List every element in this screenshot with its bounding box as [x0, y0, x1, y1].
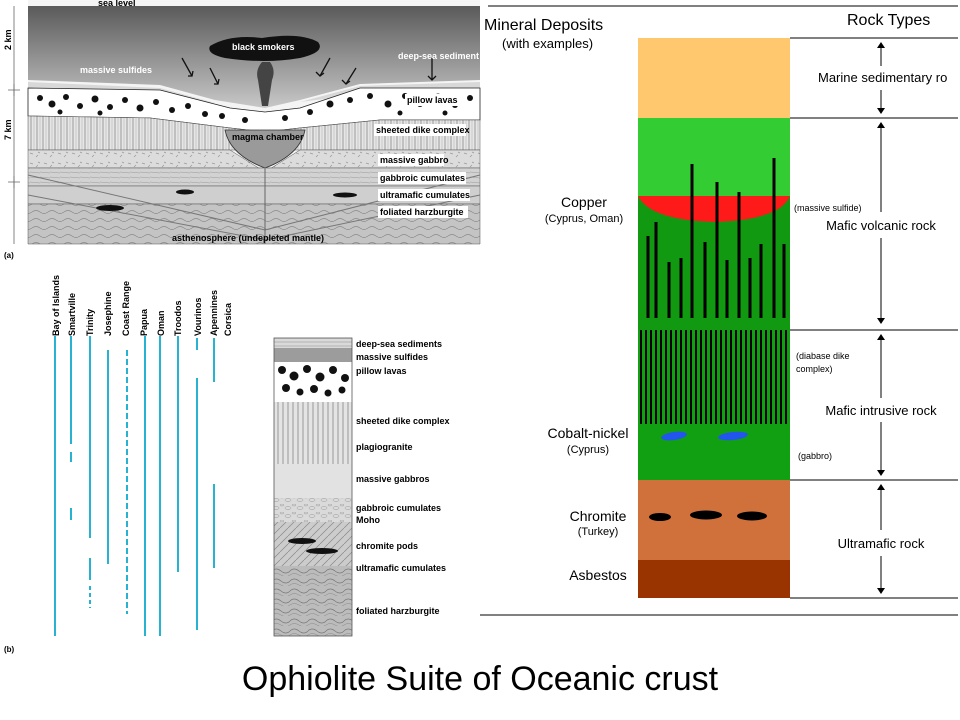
diabase-note-1: (diabase dike: [796, 351, 850, 361]
locality-coast-range: Coast Range: [121, 281, 131, 336]
asthenosphere-label: asthenosphere (undepleted mantle): [172, 233, 324, 243]
column-label-plagiogranite: plagiogranite: [356, 442, 413, 452]
column-label-moho: Moho: [356, 515, 380, 525]
feeder-veins: [646, 158, 786, 318]
locality-apennines: Apennines: [209, 290, 219, 336]
chromite-pod-3: [737, 511, 767, 521]
gabbro-layer: [638, 424, 790, 480]
column-label-deep-sea-sediments: deep-sea sediments: [356, 339, 442, 349]
panel-b-column: deep-sea sediments massive sulfides pill…: [273, 337, 450, 637]
column-label-massive-gabbros: massive gabbros: [356, 474, 430, 484]
column-label-pillow-lavas: pillow lavas: [356, 366, 407, 376]
mineral-deposits-header: Mineral Deposits: [484, 17, 603, 34]
locality-oman: Oman: [156, 310, 166, 336]
locality-corsica: Corsica: [223, 302, 233, 336]
foliated-harzburgite-label: foliated harzburgite: [380, 207, 464, 217]
cobalt-nickel-examples: (Cyprus): [567, 444, 609, 456]
locality-troodos: Troodos: [173, 301, 183, 337]
asbestos-layer: [638, 560, 790, 598]
cobalt-nickel-label: Cobalt-nickel: [548, 425, 629, 441]
chromite-label: Chromite: [570, 508, 627, 524]
panel-c-mineral-deposits: Mineral Deposits (with examples) Rock Ty…: [480, 5, 958, 616]
black-smokers-label: black smokers: [232, 42, 295, 52]
copper-examples: (Cyprus, Oman): [545, 213, 623, 225]
column-label-massive-sulfides: massive sulfides: [356, 352, 428, 362]
chromite-examples: (Turkey): [578, 526, 619, 538]
column-label-sheeted-dike-complex: sheeted dike complex: [356, 416, 450, 426]
flow-arrows: [181, 57, 437, 85]
panel-b-localities: Bay of Islands Smartville Trinity Joseph…: [4, 275, 233, 654]
ultramafic-cumulates-label: ultramafic cumulates: [380, 190, 470, 200]
column-labels: deep-sea sediments massive sulfides pill…: [356, 339, 450, 616]
rock-mafic-volcanic: Mafic volcanic rock: [826, 218, 936, 233]
locality-papua: Papua: [139, 308, 149, 336]
bracket-arrowheads: [877, 42, 885, 594]
column-label-ultramafic-cumulates: ultramafic cumulates: [356, 563, 446, 573]
scale-7km: 7 km: [3, 119, 13, 140]
dike-stripes: [640, 330, 787, 424]
pillow-dots: [37, 93, 473, 123]
massive-gabbro-label: massive gabbro: [380, 155, 449, 165]
rock-types-header: Rock Types: [847, 12, 930, 29]
marine-sediment-layer: [638, 38, 790, 118]
deep-sea-sediment-label: deep-sea sediment: [398, 51, 479, 61]
massive-sulfide-note: (massive sulfide): [794, 203, 862, 213]
black-smoker-plume: [209, 35, 320, 61]
asbestos-label: Asbestos: [569, 567, 627, 583]
rock-mafic-intrusive: Mafic intrusive rock: [825, 403, 937, 418]
dike-complex-layer: [638, 330, 790, 424]
column-label-foliated-harzburgite: foliated harzburgite: [356, 606, 440, 616]
locality-bay-of-islands: Bay of Islands: [51, 275, 61, 336]
magma-chamber-label: magma chamber: [232, 132, 304, 142]
locality-trinity: Trinity: [85, 309, 95, 336]
sea-level-label: sea level: [98, 0, 136, 8]
diabase-note-2: complex): [796, 364, 833, 374]
chromite-pod-2: [690, 510, 722, 520]
column-label-chromite-pods: chromite pods: [356, 541, 418, 551]
pillow-lavas-label: pillow lavas: [407, 95, 458, 105]
massive-sulfides-label: massive sulfides: [80, 65, 152, 75]
rock-marine-sedimentary: Marine sedimentary ro: [818, 70, 947, 85]
scale-2km: 2 km: [3, 29, 13, 50]
slide-title: Ophiolite Suite of Oceanic crust: [241, 660, 719, 698]
locality-vourinos: Vourinos: [193, 298, 203, 336]
cobalt-pod-1: [661, 431, 687, 441]
column-label-gabbroic-cumulates: gabbroic cumulates: [356, 503, 441, 513]
locality-labels: Bay of Islands Smartville Trinity Joseph…: [51, 275, 233, 336]
sheeted-dike-label: sheeted dike complex: [376, 125, 470, 135]
volcanic-upper-layer: [638, 118, 790, 196]
gabbroic-cumulates-label: gabbroic cumulates: [380, 173, 465, 183]
mineral-deposits-subheader: (with examples): [502, 36, 593, 51]
panel-a-label: (a): [4, 251, 14, 260]
rock-type-brackets: [790, 37, 958, 599]
panel-b-label: (b): [4, 645, 15, 654]
locality-range-lines: [54, 336, 215, 636]
panel-a-cross-section: 2 km 7 km sea level black smokers massiv…: [3, 0, 481, 260]
copper-label: Copper: [561, 194, 607, 210]
locality-smartville: Smartville: [67, 293, 77, 336]
gabbro-note: (gabbro): [798, 451, 832, 461]
chromite-pod-1: [649, 513, 671, 521]
rock-ultramafic: Ultramafic rock: [838, 536, 925, 551]
massive-sulfide-lens: [638, 196, 790, 222]
cobalt-pod-2: [718, 431, 748, 441]
locality-josephine: Josephine: [103, 291, 113, 336]
